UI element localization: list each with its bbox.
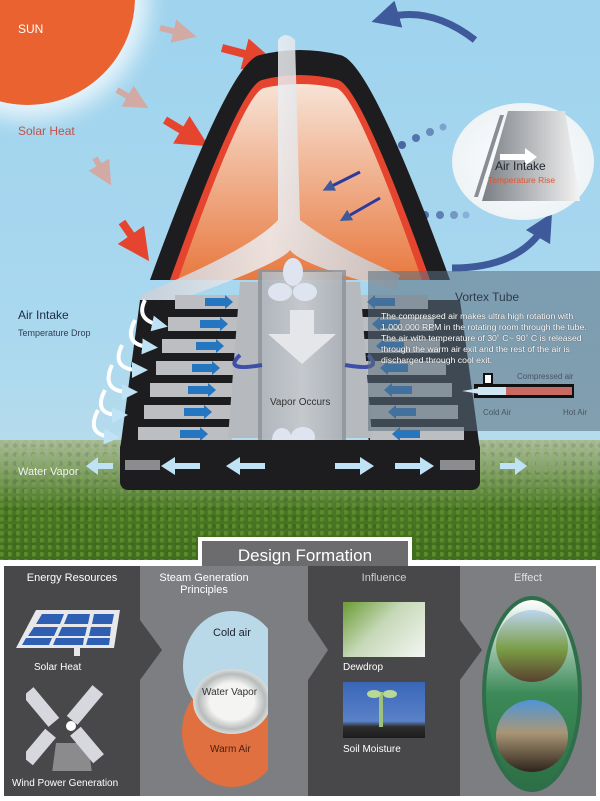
tower-structure-icon — [86, 35, 527, 490]
flow-chevron-1-overlay — [140, 620, 162, 680]
solar-panel-icon — [16, 610, 120, 656]
soil-moisture-caption: Soil Moisture — [343, 744, 401, 755]
vortex-tube-panel — [368, 271, 600, 431]
cold-air-caption: Cold air — [213, 627, 251, 639]
inset-air-intake-title: Air Intake — [495, 159, 546, 173]
water-vapor-caption: Water Vapor — [202, 687, 258, 698]
dewdrop-image — [343, 602, 425, 657]
sprouting-seed-image — [496, 700, 568, 772]
design-formation-title-tab: Design Formation — [198, 537, 412, 571]
wind-power-caption: Wind Power Generation — [12, 778, 119, 789]
vortex-tube-description: The compressed air makes ultra high rota… — [381, 311, 587, 365]
vapor-occurs-label: Vapor Occurs — [270, 397, 331, 408]
column-header: Steam Generation Principles — [159, 572, 249, 596]
soil-moisture-image — [343, 682, 425, 738]
vortex-tube-icon — [462, 373, 574, 398]
solar-heat-caption: Solar Heat — [34, 662, 82, 673]
compressed-air-label: Compressed air — [517, 372, 574, 381]
banana-harvest-image — [496, 610, 568, 682]
air-intake-inset: Air Intake Temperature Rise — [452, 103, 594, 220]
sun-label: SUN — [18, 22, 44, 36]
hot-air-label: Hot Air — [563, 408, 588, 417]
column-steam-generation-tail — [268, 566, 308, 796]
flow-chevron-3 — [460, 620, 482, 680]
effect-oval — [482, 596, 582, 792]
temperature-drop-label: Temperature Drop — [18, 328, 91, 338]
warm-air-caption: Warm Air — [210, 744, 251, 755]
column-header: Energy Resources — [26, 572, 118, 584]
water-vapor-oval — [193, 669, 271, 734]
solar-heat-label: Solar Heat — [18, 124, 75, 138]
column-header: Influence — [361, 572, 407, 584]
inset-temperature-rise: Temperature Rise — [488, 175, 556, 185]
cold-air-label: Cold Air — [483, 408, 512, 417]
column-influence: Influence Dewdrop Soil Moisture — [308, 566, 460, 796]
dewdrop-caption: Dewdrop — [343, 662, 384, 673]
water-vapor-label: Water Vapor — [18, 466, 79, 478]
column-energy-resources: Energy Resources Solar Heat Wind Power G… — [4, 566, 140, 796]
column-effect: Effect — [460, 566, 596, 796]
design-formation-title: Design Formation — [237, 546, 373, 565]
flow-chevron-2 — [308, 620, 328, 680]
air-intake-label: Air Intake — [18, 308, 69, 322]
windmill-icon — [26, 685, 104, 771]
chamber-wall-icon — [474, 111, 580, 201]
vortex-tube-title: Vortex Tube — [455, 290, 520, 304]
column-header: Effect — [514, 572, 542, 584]
